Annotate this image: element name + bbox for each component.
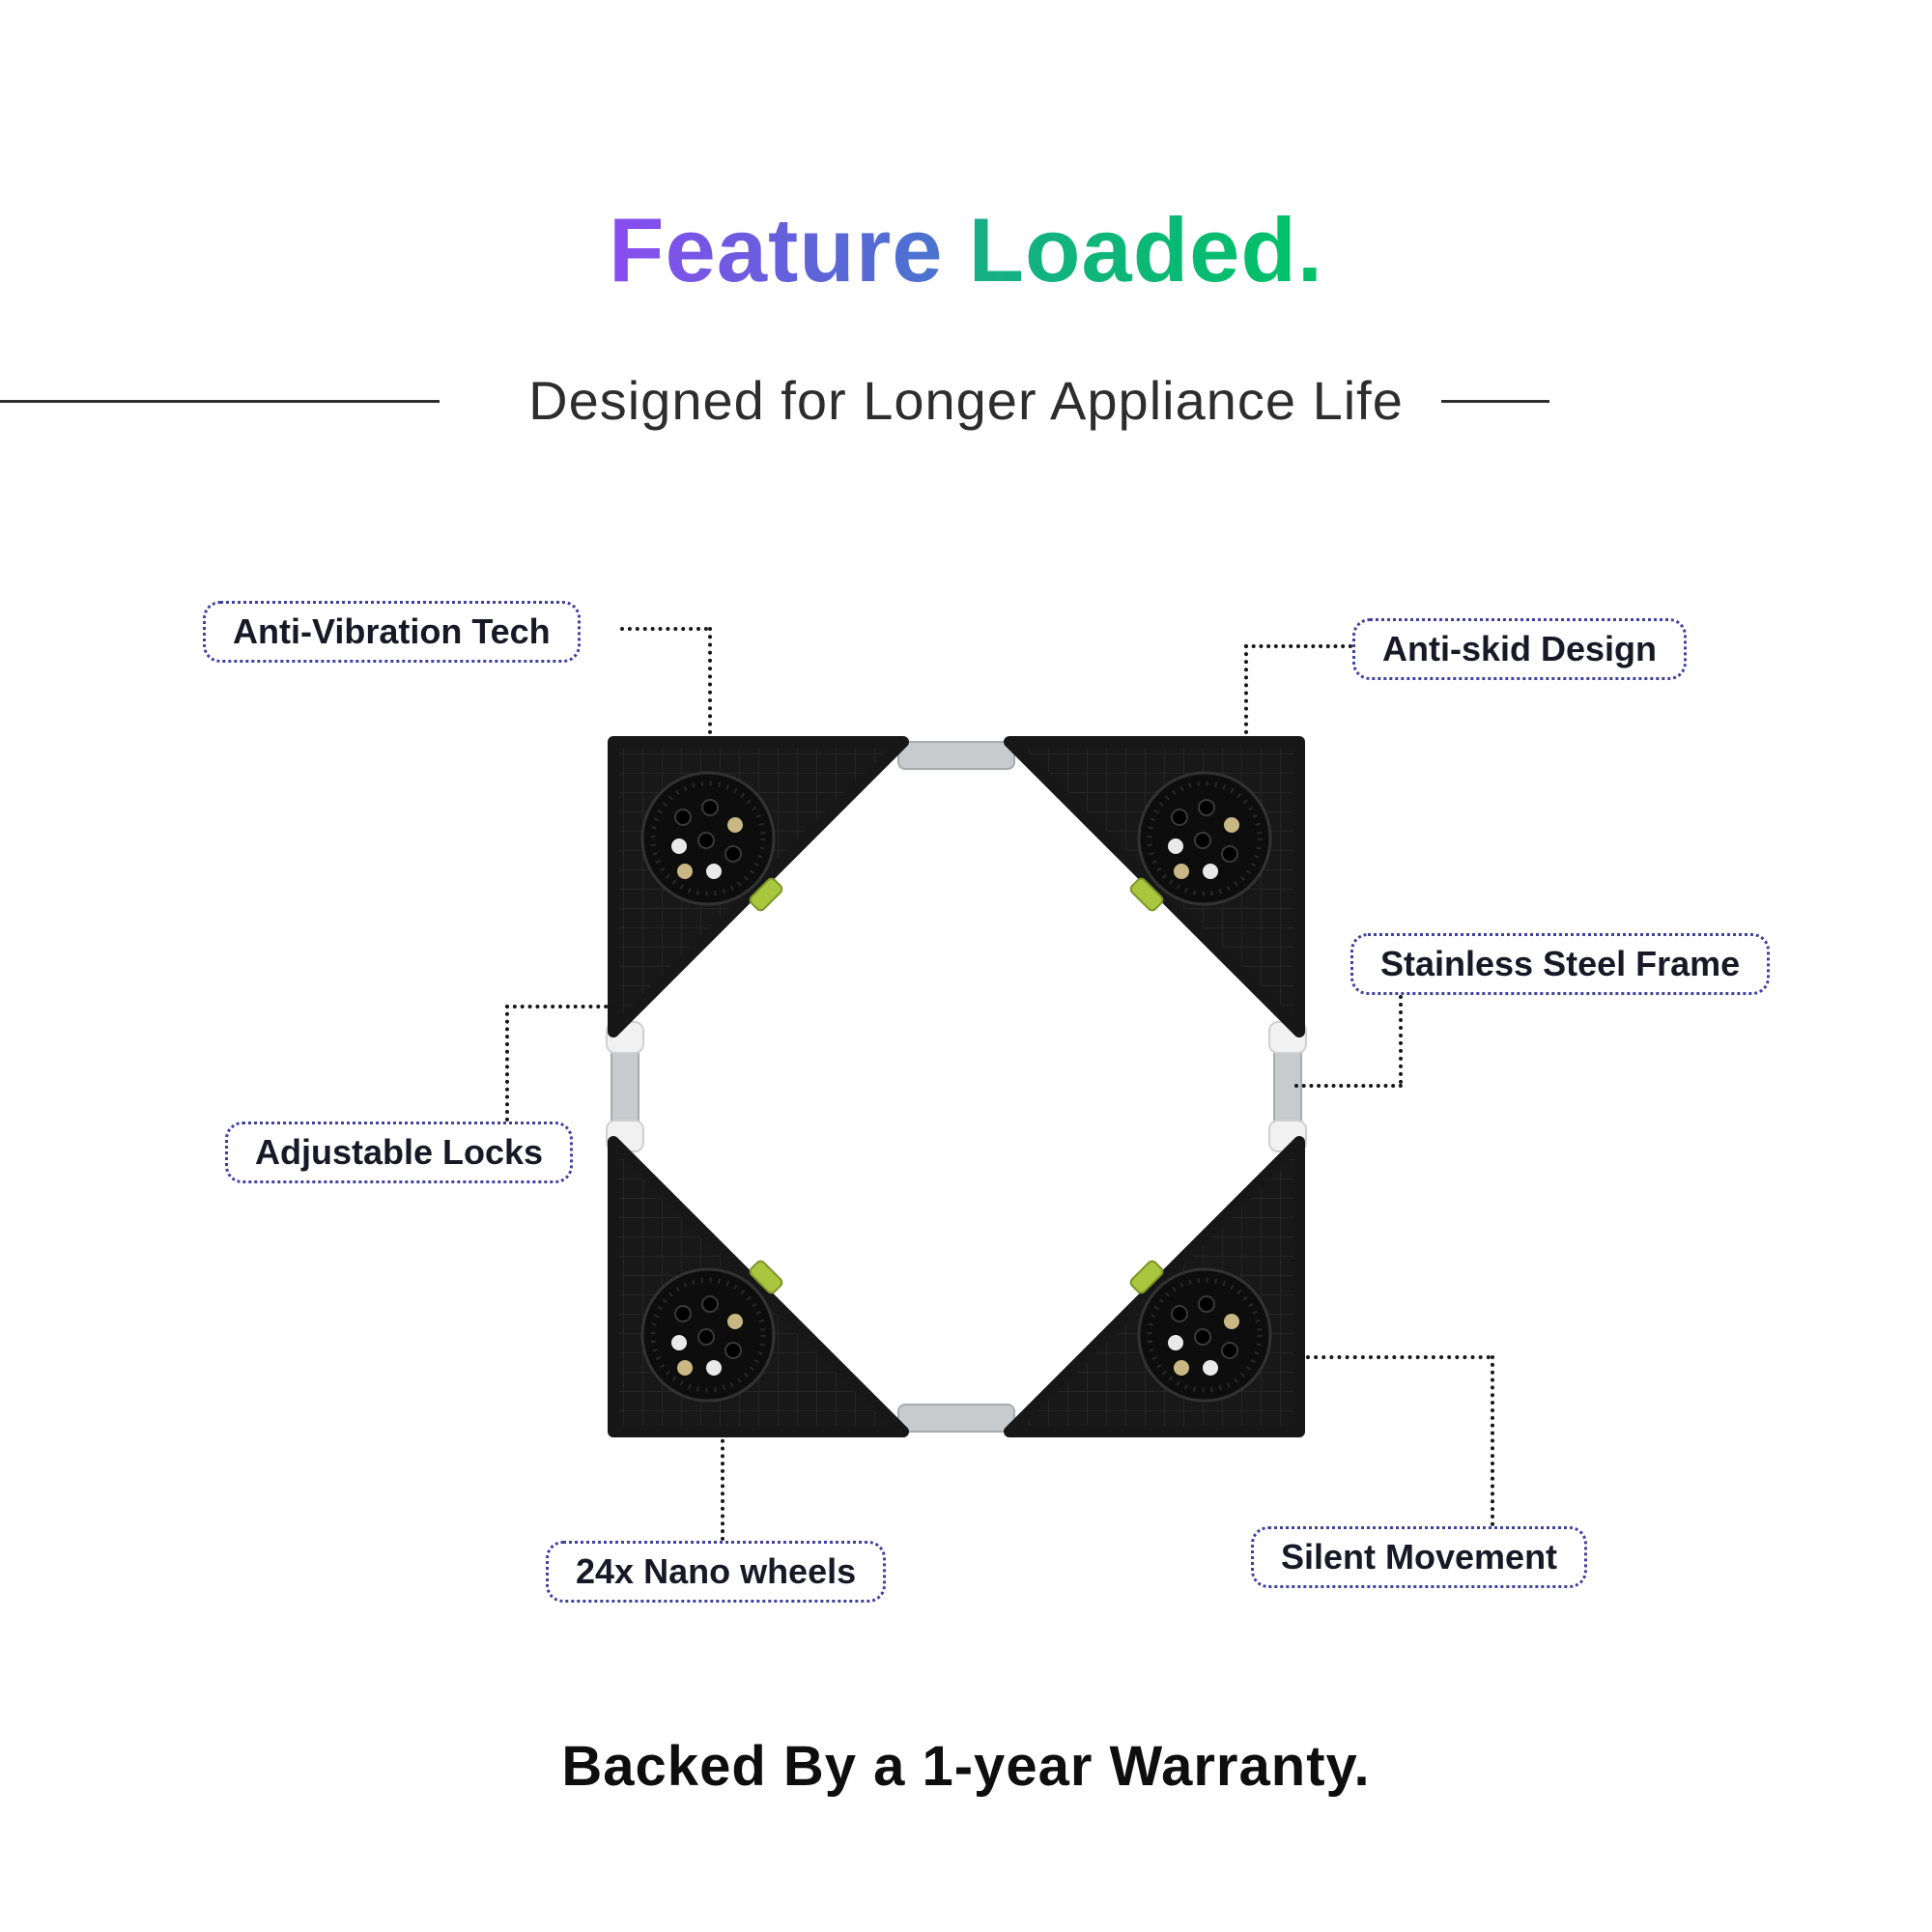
callout-anti-vibration-tech: Anti-Vibration Tech xyxy=(203,601,581,663)
anti-vibration-pad xyxy=(642,773,774,904)
steel-tube-bottom xyxy=(897,1404,1015,1433)
connector-steel-frame-vertical xyxy=(1399,987,1403,1084)
connector-anti-skid-vertical xyxy=(1244,644,1248,734)
connector-nano-wheels-vertical xyxy=(721,1432,724,1541)
anti-vibration-pad xyxy=(642,1269,774,1401)
connector-adjustable-locks-horizontal xyxy=(505,1005,623,1009)
steel-tube-right xyxy=(1268,1021,1307,1152)
title-word-loaded: Loaded. xyxy=(968,199,1323,300)
stand-corner-bottom-left xyxy=(608,1136,909,1437)
stand-corner-bottom-right xyxy=(1004,1136,1305,1437)
callout-silent-movement: Silent Movement xyxy=(1251,1526,1588,1588)
steel-tube-left xyxy=(606,1021,644,1152)
callout-anti-skid-design: Anti-skid Design xyxy=(1352,618,1688,680)
connector-anti-vibration-vertical xyxy=(708,627,712,734)
steel-tube-top xyxy=(897,741,1015,770)
connector-silent-movement-horizontal xyxy=(1306,1355,1491,1359)
subtitle-left-rule xyxy=(0,400,440,403)
anti-vibration-pad xyxy=(1139,773,1270,904)
subtitle-right-rule xyxy=(1441,400,1549,403)
stand-corner-top-left xyxy=(608,736,909,1037)
subtitle-text: Designed for Longer Appliance Life xyxy=(528,370,1404,431)
connector-silent-movement-vertical xyxy=(1491,1355,1494,1526)
title-word-feature: Feature xyxy=(609,199,944,300)
anti-vibration-pad xyxy=(1139,1269,1270,1401)
connector-anti-vibration-horizontal xyxy=(620,627,708,631)
callout-nano-wheels: 24x Nano wheels xyxy=(546,1541,887,1603)
callout-adjustable-locks: Adjustable Locks xyxy=(225,1122,574,1183)
connector-adjustable-locks-vertical xyxy=(505,1005,509,1122)
stand-corner-top-right xyxy=(1004,736,1305,1037)
connector-anti-skid-horizontal xyxy=(1244,644,1352,648)
connector-steel-frame-horizontal xyxy=(1294,1084,1403,1088)
warranty-text: Backed By a 1-year Warranty. xyxy=(561,1735,1371,1798)
callout-stainless-steel-frame: Stainless Steel Frame xyxy=(1350,933,1771,995)
product-image-appliance-stand xyxy=(606,736,1307,1437)
